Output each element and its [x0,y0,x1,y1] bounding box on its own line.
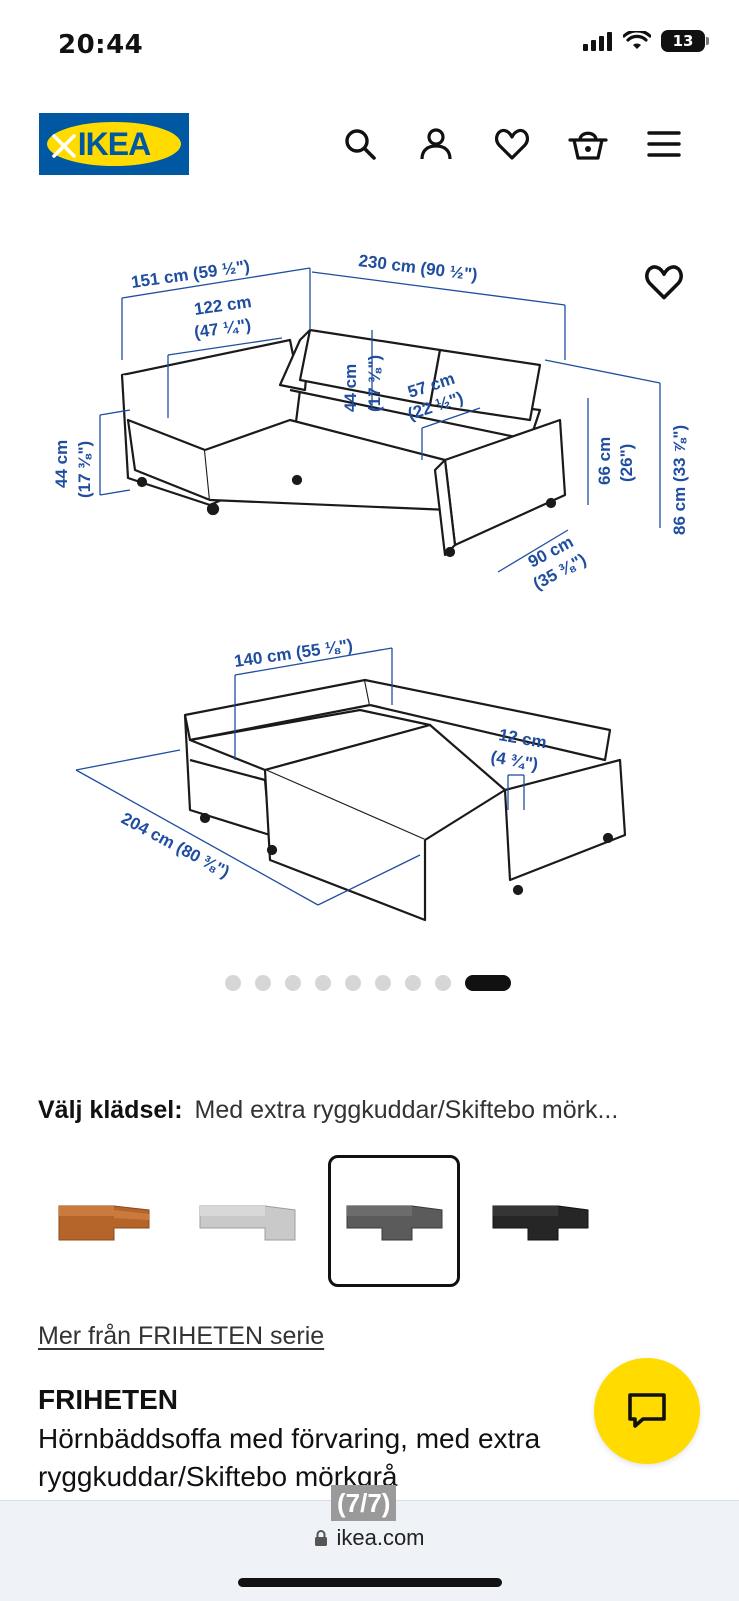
dim-140: 140 cm (55 ⅛") [233,636,354,671]
upholstery-value: Med extra ryggkuddar/Skiftebo mörk... [194,1096,619,1124]
battery-level: 13 [672,32,694,50]
gallery-dot[interactable] [405,975,421,991]
sofa-thumbnail [346,1205,443,1241]
home-indicator[interactable] [238,1578,502,1587]
chat-icon [628,1393,666,1428]
basket-button[interactable] [568,124,608,164]
lock-icon [315,1530,328,1546]
swatch-dark-grey[interactable] [328,1155,460,1287]
gallery-dot[interactable] [435,975,451,991]
upholstery-label: Välj klädsel: [38,1096,183,1124]
swatch-black[interactable] [474,1155,606,1287]
close-icon[interactable] [49,131,79,161]
dim-122-in: (47 ¼") [193,315,252,342]
upholstery-selector[interactable]: Välj klädsel: Med extra ryggkuddar/Skifte… [38,1096,618,1125]
gallery-dot[interactable] [345,975,361,991]
site-header: IKEA [0,110,739,175]
favourites-button[interactable] [492,124,532,164]
dim-12-in: (4 ¾") [489,747,539,774]
gallery-pagination [225,975,511,991]
gallery-dot[interactable] [225,975,241,991]
wifi-icon [623,31,651,49]
dim-122: 122 cm [193,292,253,319]
add-to-favourites-icon[interactable] [644,262,684,302]
dim-44-left-in: (17 ⅜") [75,441,94,498]
url-text: ikea.com [336,1525,425,1550]
gallery-dot[interactable] [315,975,331,991]
dim-44-seat: 44 cm [341,364,360,412]
dim-44-seat-in: (17 ⅜") [365,355,384,412]
logo-oval [47,122,181,166]
profile-button[interactable] [416,124,456,164]
menu-button[interactable] [644,124,684,164]
battery-icon: 13 [661,30,709,52]
basket-icon [568,131,608,160]
swatch-orange[interactable] [38,1155,170,1287]
search-icon [345,129,376,160]
product-name: FRIHETEN [38,1384,178,1415]
sofa-thumbnail [199,1205,296,1241]
status-icons: 13 [583,30,709,52]
product-dimension-image[interactable]: 151 cm (59 ½") 230 cm (90 ½") 122 cm (47… [0,200,739,970]
gallery-dot[interactable] [285,975,301,991]
signal-icon [583,32,612,51]
gallery-dot-active[interactable] [465,975,511,991]
heart-icon [494,128,530,160]
url-field[interactable]: ikea.com [0,1525,739,1551]
sofa-thumbnail [492,1205,589,1241]
dim-204: 204 cm (80 ⅜") [118,809,233,882]
gallery-dot[interactable] [255,975,271,991]
status-bar: 20:44 13 [0,0,739,95]
dim-230: 230 cm (90 ½") [358,251,479,284]
product-description: Hörnbäddsoffa med förvaring, med extra r… [38,1423,541,1492]
profile-icon [420,128,452,160]
menu-icon [647,131,681,157]
dim-86: 86 cm (33 ⅞") [670,425,689,535]
gallery-dot[interactable] [375,975,391,991]
logo-text: IKEA [77,126,151,162]
dim-66-in: (26") [617,444,636,482]
ikea-logo[interactable]: IKEA [39,113,189,175]
dim-66: 66 cm [595,437,614,485]
search-button[interactable] [340,124,380,164]
image-counter: (7/7) [331,1485,397,1521]
swatch-light-grey[interactable] [181,1155,313,1287]
status-time: 20:44 [58,30,144,60]
dim-44-left: 44 cm [52,440,71,488]
sofa-thumbnail [58,1205,150,1241]
series-link[interactable]: Mer från FRIHETEN serie [38,1322,325,1350]
chat-button[interactable] [594,1358,700,1464]
upholstery-swatches [38,1155,718,1290]
